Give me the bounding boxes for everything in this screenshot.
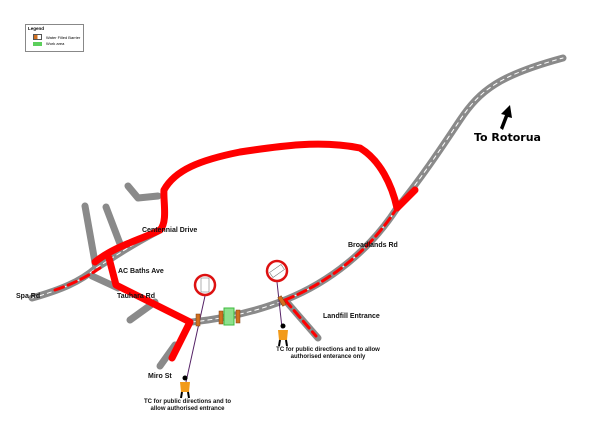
road-closed-sign-west [193, 273, 217, 297]
work-area-swatch-icon [33, 41, 42, 46]
road-label-centennial: Centennial Drive [142, 227, 198, 234]
road-label-ac-baths: AC Baths Ave [118, 268, 164, 275]
tc-note-east: TC for public directions and to allow au… [276, 347, 380, 360]
legend-label: Water Filled Barrier [46, 34, 81, 40]
legend: Legend Water Filled Barrier Work area [25, 24, 84, 52]
destination-label: To Rotorua [474, 131, 541, 144]
legend-title: Legend [28, 26, 45, 31]
legend-item-work-area: Work area [33, 41, 64, 46]
legend-label: Work area [46, 41, 65, 46]
barrier-swatch-icon [33, 34, 42, 40]
road-label-spa: Spa Rd [16, 293, 41, 300]
water-filled-barriers [195, 295, 287, 327]
road-label-tauhara: Tauhara Rd [117, 293, 155, 300]
work-area [223, 307, 235, 326]
arrow-up-right-icon [500, 105, 512, 130]
detour-route [91, 140, 419, 362]
traffic-controller-icon-east [278, 323, 288, 347]
road-label-landfill: Landfill Entrance [323, 313, 380, 320]
tc-note-west: TC for public directions and to allow au… [144, 399, 231, 412]
road-label-miro: Miro St [148, 373, 172, 380]
road-label-broadlands: Broadlands Rd [348, 242, 398, 249]
legend-item-barrier: Water Filled Barrier [33, 34, 80, 40]
road-network [28, 54, 567, 370]
road-closed-sign-east [265, 259, 289, 283]
traffic-controller-icon-west [180, 375, 190, 399]
